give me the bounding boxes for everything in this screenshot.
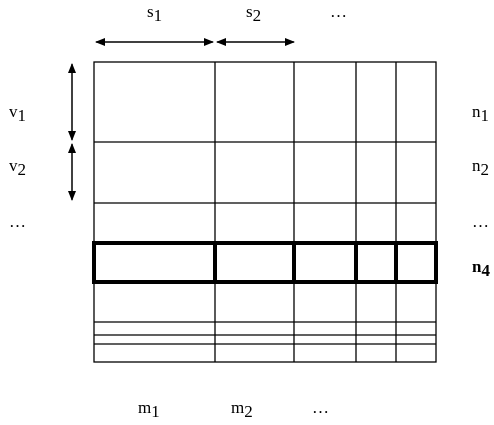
grid (92, 61, 438, 363)
label-bottom-ellipsis: … (312, 398, 329, 417)
label-n4: n4 (472, 257, 490, 280)
left-labels: v1 v2 … (9, 102, 26, 231)
highlighted-row-border (92, 241, 438, 284)
label-top-ellipsis: … (330, 2, 347, 21)
bottom-labels: m1 m2 … (138, 398, 329, 421)
label-n1: n1 (472, 102, 489, 125)
label-right-ellipsis: … (472, 212, 489, 231)
label-v2: v2 (9, 156, 26, 179)
label-s1: s1 (147, 2, 162, 25)
label-m1: m1 (138, 398, 160, 421)
highlighted-row-n4 (92, 241, 438, 284)
label-m2: m2 (231, 398, 253, 421)
label-n2: n2 (472, 156, 489, 179)
dimension-arrows (68, 38, 295, 201)
label-v1: v1 (9, 102, 26, 125)
label-s2: s2 (246, 2, 261, 25)
label-left-ellipsis: … (9, 212, 26, 231)
top-labels: s1 s2 … (147, 2, 347, 25)
right-labels: n1 n2 … n4 (472, 102, 490, 280)
grid-outer-border (93, 61, 437, 363)
